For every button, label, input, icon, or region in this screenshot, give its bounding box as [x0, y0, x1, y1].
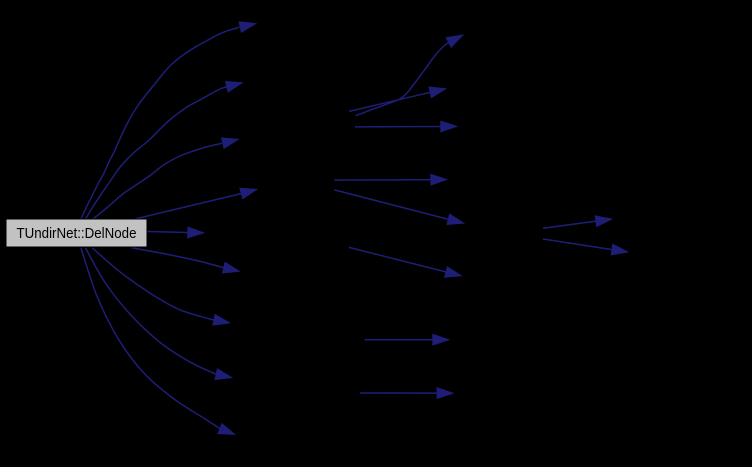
svg-text:TUndirNet::DelNode: TUndirNet::DelNode [17, 226, 137, 242]
